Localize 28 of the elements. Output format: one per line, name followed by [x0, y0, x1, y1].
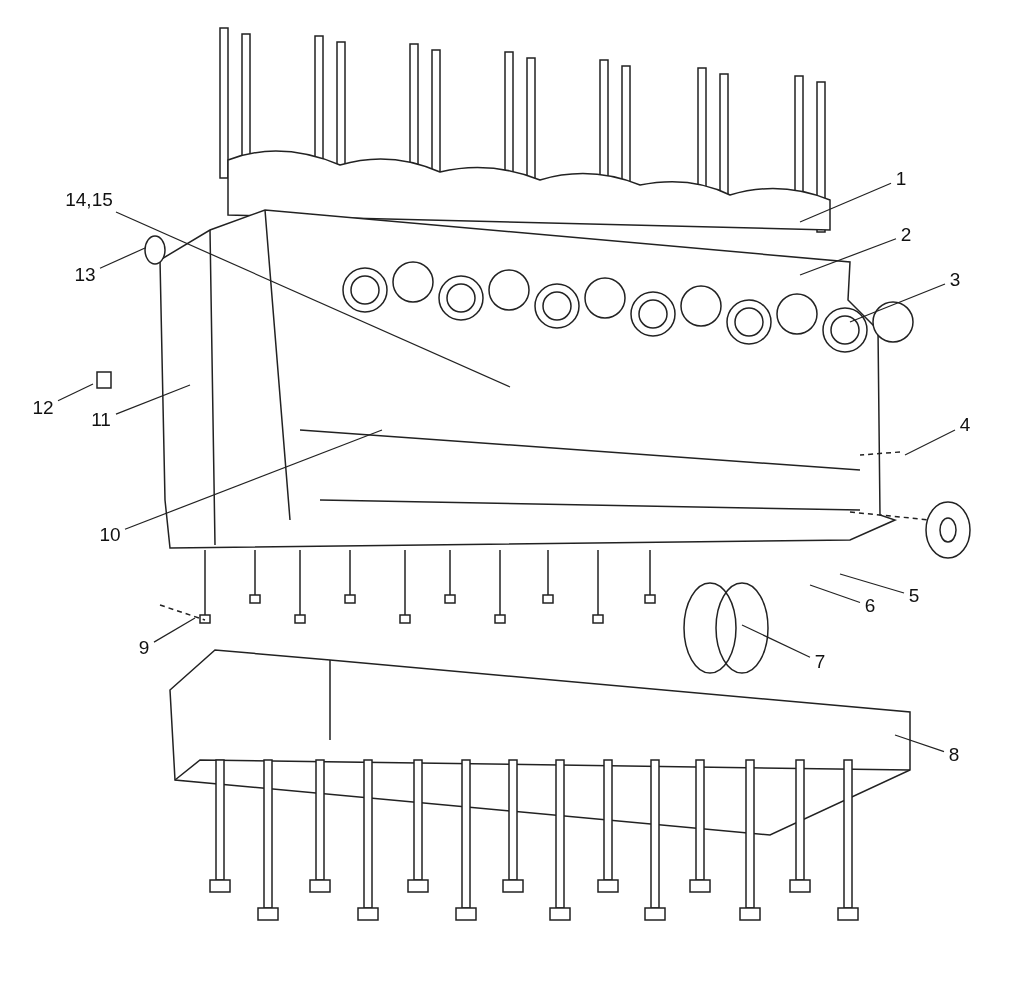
callout-number: 6: [862, 595, 878, 617]
callout-number: 7: [812, 651, 828, 673]
callout-number: 12: [30, 397, 56, 419]
leader-line: [124, 429, 383, 530]
leader-line: [99, 247, 146, 269]
callout-number: 9: [136, 637, 152, 659]
callout-number: 13: [72, 264, 98, 286]
callout-number: 3: [947, 269, 963, 291]
leader-line: [153, 617, 196, 643]
leader-line: [839, 573, 905, 594]
leader-line: [894, 734, 945, 753]
leader-line: [809, 584, 861, 604]
callout-number: 11: [88, 409, 114, 431]
leader-line: [799, 238, 897, 276]
leader-line: [849, 283, 946, 323]
leader-line: [904, 429, 956, 456]
callout-number: 5: [906, 585, 922, 607]
callout-number: 1: [893, 168, 909, 190]
leader-line: [741, 624, 811, 658]
callout-number: 10: [97, 524, 123, 546]
callout-number: 8: [946, 744, 962, 766]
callout-number: 2: [898, 224, 914, 246]
leader-line: [57, 383, 94, 402]
leader-line: [799, 182, 892, 223]
leader-line: [115, 211, 511, 388]
leader-line: [115, 384, 191, 415]
callout-number: 14,15: [58, 189, 120, 211]
callout-number: 4: [957, 414, 973, 436]
